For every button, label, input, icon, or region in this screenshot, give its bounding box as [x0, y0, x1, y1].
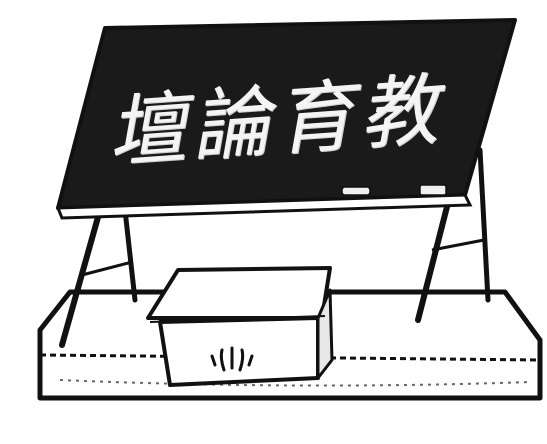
lectern-box-top [146, 266, 332, 320]
easel-leg-right-back [477, 147, 491, 303]
chalkboard-edge [55, 193, 473, 220]
lectern-box-seam [149, 315, 326, 323]
easel-leg-right-front [415, 192, 453, 323]
stage-shade [59, 379, 531, 387]
lectern-box-front [158, 316, 320, 387]
eraser [419, 184, 447, 196]
easel-leg-left-back [122, 207, 138, 303]
chalk-piece [341, 186, 371, 196]
easel-brace-left [81, 260, 133, 277]
chalkboard-heading: 壇論育教 [104, 65, 447, 179]
sprout-icon [210, 346, 254, 372]
easel-leg-left-front [59, 207, 103, 348]
easel-brace-right [431, 238, 485, 252]
lectern-box-side [316, 288, 334, 380]
